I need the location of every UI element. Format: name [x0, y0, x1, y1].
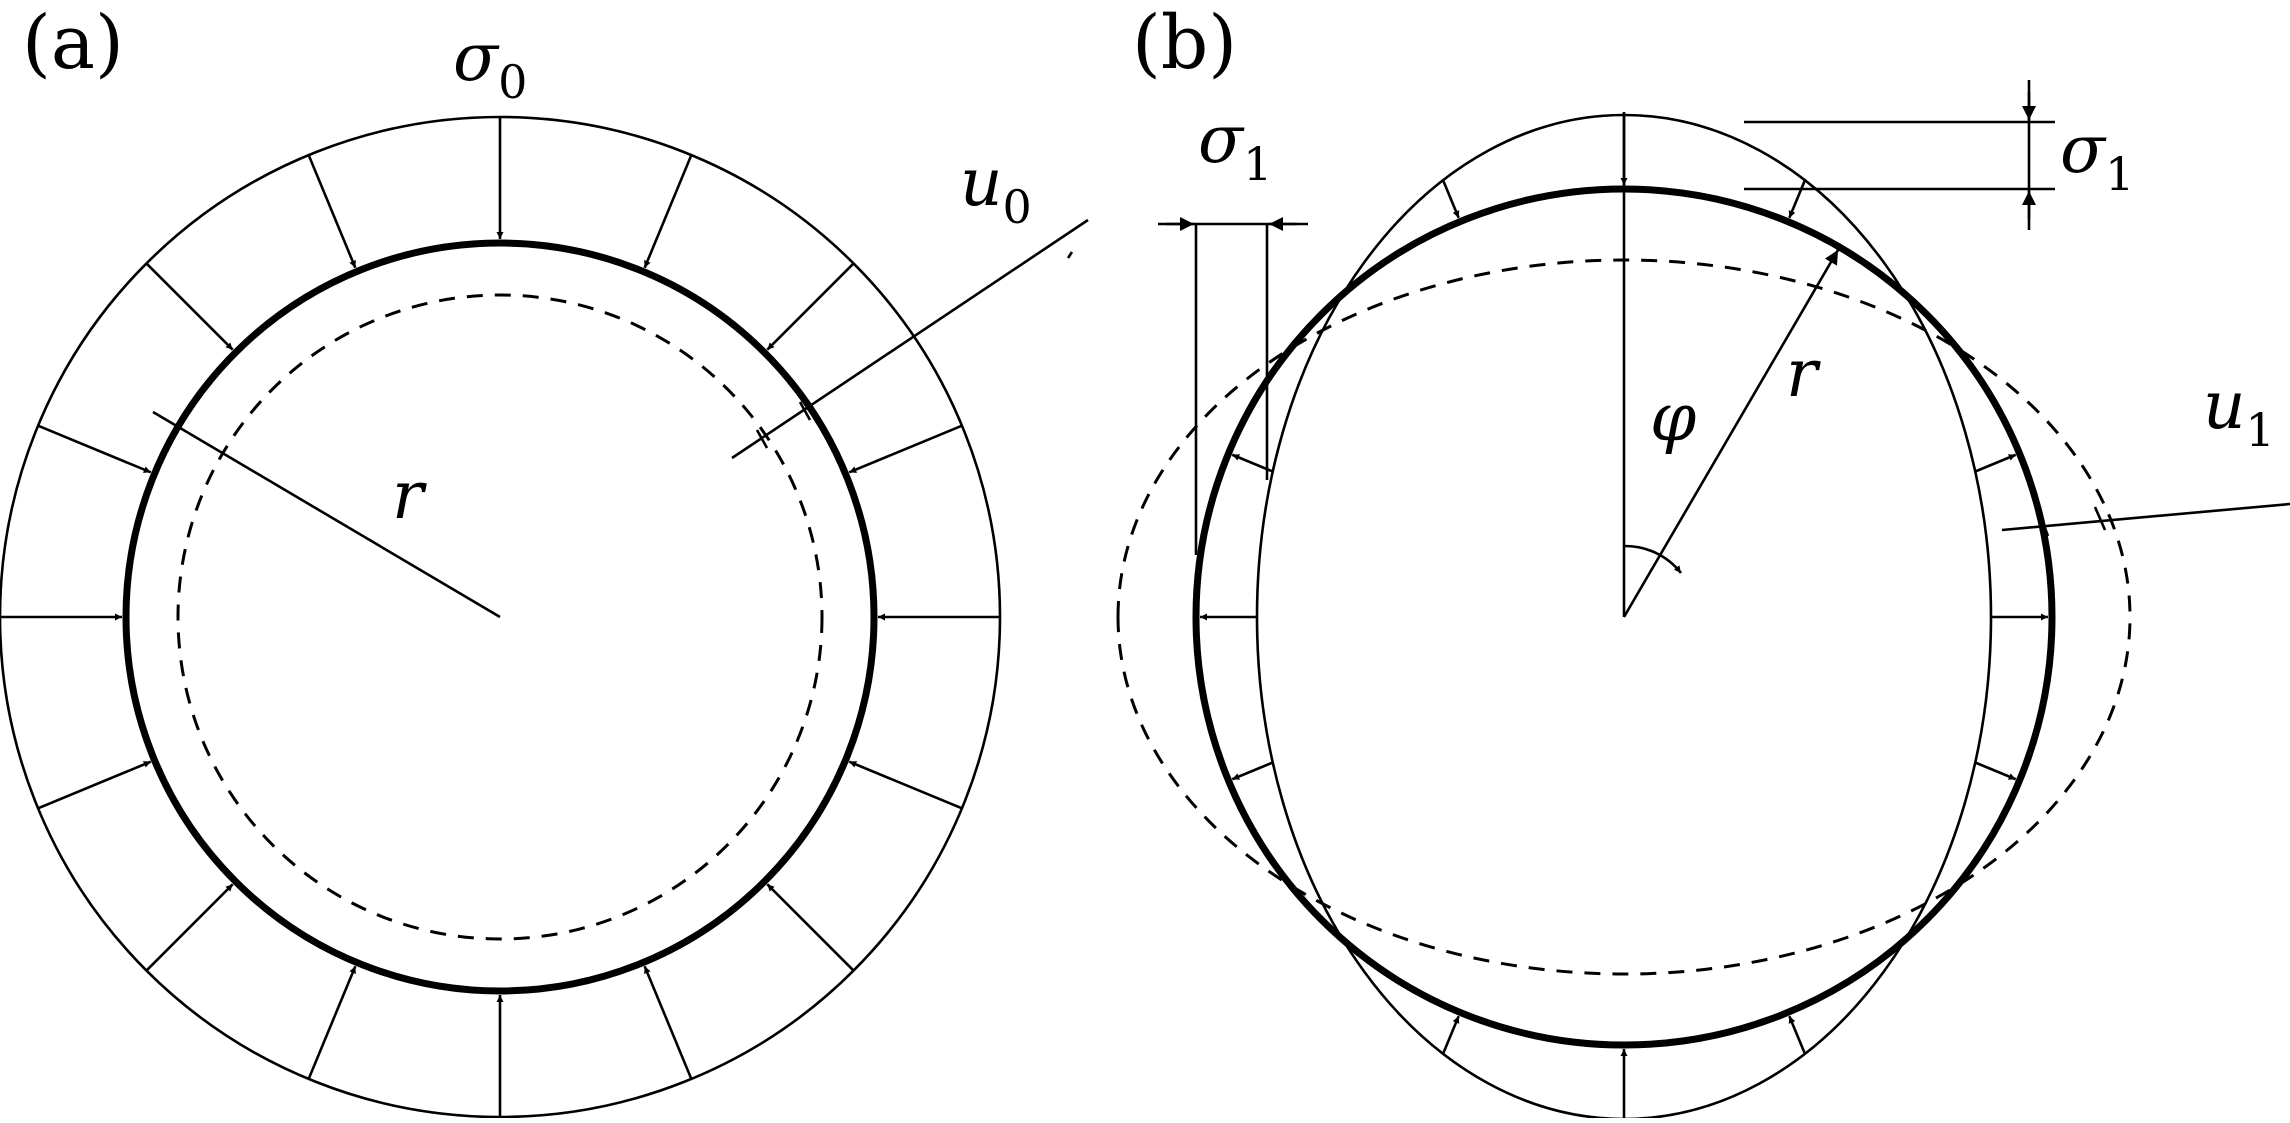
panel-b-pressure-arrow — [1788, 179, 1807, 219]
panel-a-pressure-arrow — [307, 154, 357, 269]
panel-a-pressure-arrow — [643, 965, 693, 1080]
panel-a-pressure-arrow — [766, 883, 855, 972]
panel-a-pressure-arrow — [307, 965, 357, 1080]
panel-b-pressure-arrow — [1441, 179, 1460, 219]
panel-b-label: (b) — [1132, 0, 1237, 86]
panel-a-stress-label: σ0 — [453, 19, 527, 109]
panel-a-pressure-arrow — [848, 424, 963, 474]
panel-a-tick-inner — [755, 429, 769, 449]
panel-b-pressure-arrow — [1974, 761, 2017, 781]
panel-a-displacement-leader — [731, 218, 1089, 460]
panel-b-pressure-arrow — [1974, 453, 2017, 473]
panel-b-tick-outer — [2093, 506, 2107, 531]
panel-a-pressure-arrow — [643, 154, 693, 269]
panel-a-pressure-arrow — [848, 760, 963, 810]
panel-a-pressure-arrow — [145, 262, 234, 351]
panel-a-displacement-label: u0 — [960, 144, 1032, 234]
panel-b-radius-label: r — [1786, 335, 1821, 412]
panel-b-stress-label-right: σ1 — [2060, 111, 2134, 201]
panel-b-pressure-arrow — [1441, 1015, 1460, 1055]
panel-a-uniform-pressure: (a) σ0 u0 r — [0, 0, 1089, 1119]
panel-b-tick-inner — [2038, 514, 2050, 537]
panel-b-pressure-arrow — [1788, 1015, 1807, 1055]
panel-b-nonuniform-pressure: (b) σ1 σ1 u1 φ r — [1116, 0, 2290, 1121]
panel-b-displacement-leader — [2001, 502, 2290, 532]
panel-a-pressure-arrow — [37, 760, 152, 810]
panel-a-pressure-arrow — [766, 262, 855, 351]
panel-a-pressure-arrows — [0, 117, 1000, 1117]
panel-a-pressure-arrow — [145, 883, 234, 972]
panel-b-pressure-arrow — [1231, 761, 1274, 781]
panel-a-tunnel-boundary — [122, 239, 878, 995]
panel-a-radius-label: r — [392, 457, 427, 534]
panel-b-stress-label-left: σ1 — [1198, 101, 1272, 191]
panel-b-angle-arc — [1623, 544, 1683, 574]
panel-a-deformed-boundary — [176, 293, 824, 941]
panel-a-label: (a) — [22, 0, 124, 86]
panel-b-displacement-label: u1 — [2203, 367, 2275, 457]
panel-b-angle-label: φ — [1650, 379, 1696, 456]
panel-a-radius-line — [152, 410, 501, 619]
panel-a-tick-outer — [798, 401, 812, 421]
panel-a-leader-tick — [1066, 251, 1074, 259]
panel-a-pressure-arrow — [37, 424, 152, 474]
